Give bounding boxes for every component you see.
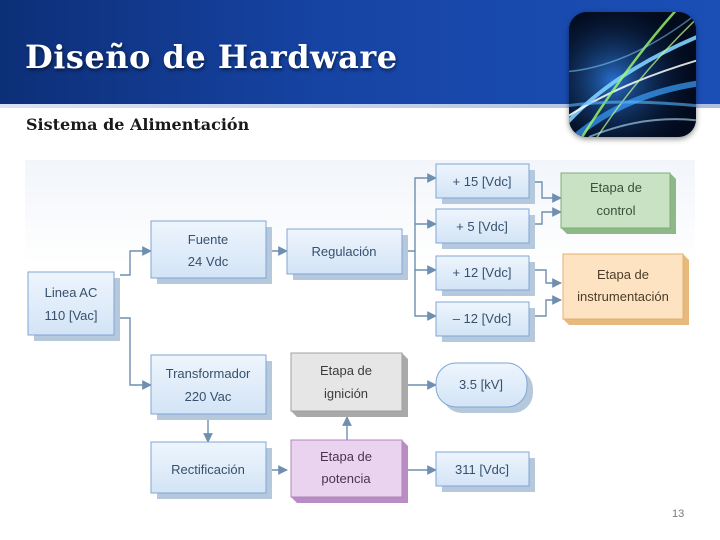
output-311v-label: 311 [Vdc] — [455, 462, 509, 477]
linea-ac-label-1: Linea AC — [45, 285, 98, 300]
page-number: 13 — [672, 508, 684, 520]
linea-ac-box: Linea AC 110 [Vac] — [28, 272, 120, 341]
output-15v-label: + 15 [Vdc] — [453, 174, 512, 189]
etapa-potencia-box: Etapa de potencia — [291, 440, 408, 503]
transformador-box: Transformador 220 Vac — [151, 355, 272, 420]
linea-ac-label-2: 110 [Vac] — [45, 308, 98, 323]
transformador-label-2: 220 Vac — [185, 389, 232, 404]
output-5v-box: + 5 [Vdc] — [436, 209, 535, 249]
regulacion-box: Regulación — [287, 229, 408, 280]
output-neg12v-box: – 12 [Vdc] — [436, 302, 535, 342]
rectificacion-box: Rectificación — [151, 442, 272, 499]
fuente-label-1: Fuente — [188, 232, 228, 247]
rectificacion-label: Rectificación — [171, 462, 245, 477]
regulacion-label: Regulación — [311, 244, 376, 259]
fuente-label-2: 24 Vdc — [188, 254, 229, 269]
output-15v-box: + 15 [Vdc] — [436, 164, 535, 204]
etapa-ignicion-label-2: ignición — [324, 386, 368, 401]
transformador-label-1: Transformador — [166, 366, 251, 381]
etapa-potencia-label-2: potencia — [321, 471, 371, 486]
output-neg12v-label: – 12 [Vdc] — [453, 311, 512, 326]
etapa-control-label-1: Etapa de — [590, 180, 642, 195]
output-3-5kv-box: 3.5 [kV] — [436, 363, 533, 413]
etapa-instrumentacion-box: Etapa de instrumentación — [563, 254, 689, 325]
etapa-ignicion-label-1: Etapa de — [320, 363, 372, 378]
output-5v-label: + 5 [Vdc] — [456, 219, 508, 234]
output-12v-label: + 12 [Vdc] — [453, 265, 512, 280]
output-3-5kv-label: 3.5 [kV] — [459, 377, 503, 392]
fuente-box: Fuente 24 Vdc — [151, 221, 272, 284]
output-311v-box: 311 [Vdc] — [436, 452, 535, 492]
etapa-ignicion-box: Etapa de ignición — [291, 353, 408, 417]
output-12v-box: + 12 [Vdc] — [436, 256, 535, 296]
etapa-control-label-2: control — [596, 203, 635, 218]
etapa-potencia-label-1: Etapa de — [320, 449, 372, 464]
etapa-instrumentacion-label-2: instrumentación — [577, 289, 669, 304]
etapa-instrumentacion-label-1: Etapa de — [597, 267, 649, 282]
etapa-control-box: Etapa de control — [561, 173, 676, 234]
